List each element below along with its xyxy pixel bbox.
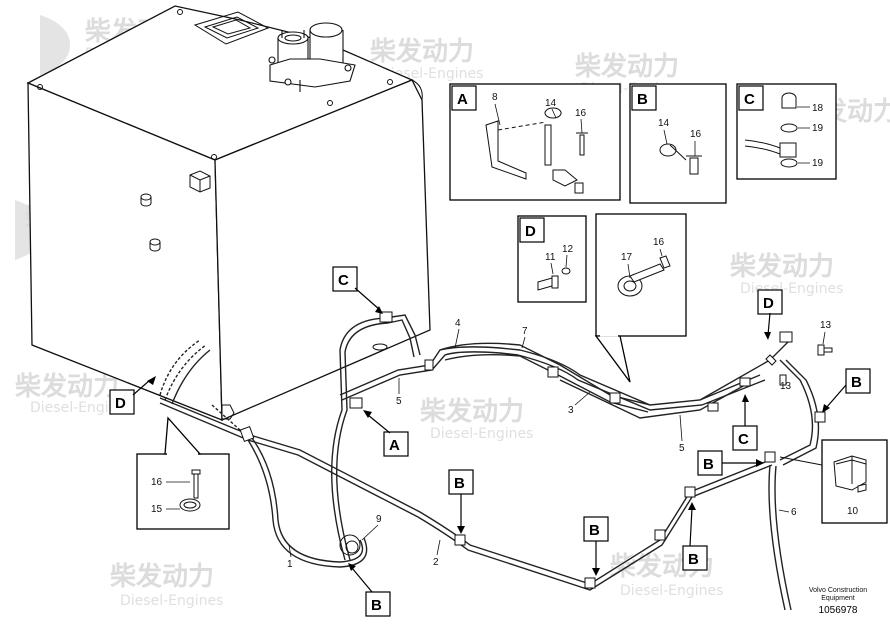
callout-b-right: B xyxy=(822,368,871,413)
fuel-tank xyxy=(26,5,431,421)
callout-d-left: D xyxy=(109,376,156,415)
part-16: 16 xyxy=(690,129,702,140)
svg-text:B: B xyxy=(688,551,699,568)
callout-b-mid-right: B xyxy=(697,450,764,476)
part-16: 16 xyxy=(151,477,163,488)
pipe-clips xyxy=(239,311,826,589)
part-1: 1 xyxy=(287,559,293,570)
watermark-en: Diesel-Engines xyxy=(740,281,843,297)
part-3: 3 xyxy=(568,405,574,416)
callout-b-bottom-right: B xyxy=(682,502,708,571)
part-5: 5 xyxy=(396,396,402,407)
watermark-cn: 柴发动力 xyxy=(109,561,214,592)
part-14: 14 xyxy=(658,118,670,129)
part-14: 14 xyxy=(545,98,557,109)
watermark-cn: 柴发动力 xyxy=(369,36,474,67)
footer-company-line2: Equipment xyxy=(821,595,855,602)
detail-box-b: B 14 16 xyxy=(629,83,727,204)
part-17: 17 xyxy=(621,252,633,263)
detail-c-letter: C xyxy=(744,91,755,108)
part-5: 5 xyxy=(679,443,685,454)
callout-c-upper: C xyxy=(332,266,383,314)
part-8: 8 xyxy=(492,92,498,103)
part-19: 19 xyxy=(812,158,824,169)
svg-text:B: B xyxy=(851,374,862,391)
part-12: 12 xyxy=(562,244,574,255)
filler-and-separator xyxy=(268,22,356,92)
detail-box-bracket: 16 15 xyxy=(136,416,230,530)
callout-b-bottom-center: B xyxy=(583,516,609,576)
callout-d-right: D xyxy=(757,289,783,340)
watermark-cn: 柴发动力 xyxy=(419,396,524,427)
part-9: 9 xyxy=(376,514,382,525)
callout-b-bottom-left: B xyxy=(348,563,391,617)
svg-text:D: D xyxy=(763,295,774,312)
svg-text:B: B xyxy=(371,597,382,614)
part-13: 13 xyxy=(820,320,832,331)
watermark-cn: 柴发动力 xyxy=(14,371,119,402)
leader-10 xyxy=(779,456,823,466)
svg-text:D: D xyxy=(115,395,126,412)
detail-box-clamp: 17 16 xyxy=(594,213,687,383)
watermark-en: Diesel-Engines xyxy=(620,583,723,599)
part-13: 13 xyxy=(780,381,792,392)
detail-box-d: D 11 12 xyxy=(517,215,587,303)
part-15: 15 xyxy=(151,504,163,515)
watermark-cn: 柴发动力 xyxy=(574,51,679,82)
svg-text:B: B xyxy=(703,456,714,473)
detail-box-10: 10 xyxy=(821,439,888,524)
svg-text:C: C xyxy=(338,272,349,289)
detail-a-letter: A xyxy=(457,91,468,108)
watermark-en: Diesel-Engines xyxy=(120,593,223,609)
fuel-lines xyxy=(159,314,820,611)
detail-d-letter: D xyxy=(525,223,536,240)
watermark-en: Diesel-Engines xyxy=(30,400,133,416)
callout-b-center: B xyxy=(448,469,474,534)
callout-a-lower: A xyxy=(363,410,409,457)
part-16: 16 xyxy=(653,237,665,248)
part-10: 10 xyxy=(847,506,859,517)
watermark-en: Diesel-Engines xyxy=(430,426,533,442)
svg-text:B: B xyxy=(454,475,465,492)
tank-details xyxy=(37,9,423,420)
watermark-cn: 柴发动力 xyxy=(729,251,834,282)
part-18: 18 xyxy=(812,103,824,114)
svg-text:A: A xyxy=(389,437,400,454)
part-6: 6 xyxy=(791,507,797,518)
part-19: 19 xyxy=(812,123,824,134)
document-number: 1056978 xyxy=(819,605,858,616)
callouts: C A D D B C xyxy=(109,266,871,617)
callout-c-mid: C xyxy=(732,394,758,451)
footer: Volvo Construction Equipment 1056978 xyxy=(809,587,867,616)
footer-company-line1: Volvo Construction xyxy=(809,587,867,594)
detail-box-a: A 8 14 16 xyxy=(449,83,621,201)
part-16: 16 xyxy=(575,108,587,119)
watermark-logo-icon xyxy=(40,15,70,75)
part-7: 7 xyxy=(522,326,528,337)
detail-b-letter: B xyxy=(637,91,648,108)
part-2: 2 xyxy=(433,557,439,568)
part-4: 4 xyxy=(455,318,461,329)
detail-box-c: C 18 19 19 xyxy=(736,83,837,180)
part-labels: 1 2 3 4 5 5 6 7 9 13 13 xyxy=(287,318,833,570)
svg-text:C: C xyxy=(738,431,749,448)
svg-text:B: B xyxy=(589,522,600,539)
part-11: 11 xyxy=(545,252,556,263)
